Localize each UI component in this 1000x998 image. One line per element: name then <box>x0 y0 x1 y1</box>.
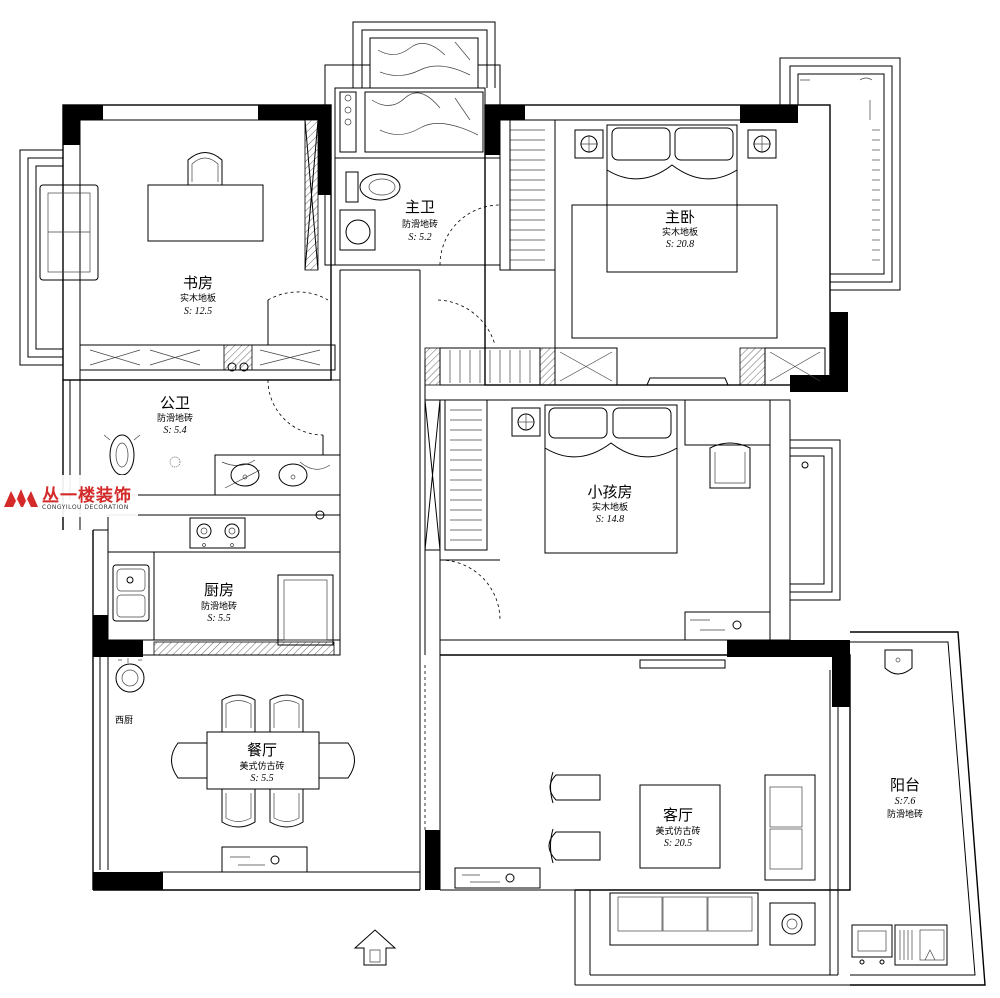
room-label-kitchen: 厨房 防滑地砖 S: 5.5 <box>201 581 237 624</box>
logo-tagline: CONGYILOU DECORATION <box>42 504 129 511</box>
room-label-living: 客厅 美式仿古砖 S: 20.5 <box>655 806 700 849</box>
room-area: S: 20.8 <box>666 239 694 250</box>
room-label-balcony: 阳台 S:7.6 防滑地砖 <box>887 776 923 820</box>
doors <box>267 204 501 830</box>
room-floor: 防滑地砖 <box>157 412 193 424</box>
wall-lines <box>19 21 986 986</box>
room-floor: 防滑地砖 <box>201 600 237 612</box>
study-furniture <box>39 119 336 372</box>
room-floor: 防滑地砖 <box>887 808 923 820</box>
balcony-fixtures <box>851 649 948 966</box>
room-name: 主卧 <box>665 208 695 226</box>
room-floor: 实木地板 <box>662 226 698 238</box>
room-floor: 美式仿古砖 <box>239 760 284 772</box>
room-name: 阳台 <box>890 776 920 794</box>
master-bath-fixtures <box>335 37 501 265</box>
public-bath-fixtures <box>103 434 341 520</box>
room-area: S: 5.5 <box>250 773 273 784</box>
room-area: S: 14.8 <box>596 514 624 525</box>
dining-furniture <box>115 658 355 873</box>
kids-room-furniture <box>424 399 809 641</box>
room-label-public-bath: 公卫 防滑地砖 S: 5.4 <box>157 394 193 436</box>
room-name: 厨房 <box>204 581 234 599</box>
room-floor: 实木地板 <box>592 501 628 513</box>
logo-mark-icon <box>4 489 38 507</box>
master-bedroom-furniture <box>424 77 880 386</box>
room-area: S: 5.2 <box>408 232 431 243</box>
structural-walls <box>63 105 850 890</box>
room-name: 主卫 <box>405 198 435 216</box>
room-name: 公卫 <box>160 394 190 412</box>
room-area: S:7.6 <box>895 796 916 807</box>
room-area: S: 20.5 <box>664 838 692 849</box>
room-label-dining: 餐厅 美式仿古砖 S: 5.5 <box>239 741 284 784</box>
living-furniture <box>454 659 816 946</box>
room-area: S: 12.5 <box>184 306 212 317</box>
room-area: S: 5.5 <box>207 613 230 624</box>
western-kitchen-label: 西厨 <box>115 715 133 726</box>
room-floor: 实木地板 <box>180 292 216 304</box>
room-floor: 防滑地砖 <box>402 218 438 230</box>
north-arrow-icon <box>353 929 397 966</box>
room-label-study: 书房 实木地板 S: 12.5 <box>180 274 216 317</box>
room-floor: 美式仿古砖 <box>655 825 700 837</box>
kitchen-fixtures <box>107 514 341 656</box>
brand-logo: 丛一楼装饰 CONGYILOU DECORATION <box>0 475 138 517</box>
room-name: 小孩房 <box>587 483 632 501</box>
room-area: S: 5.4 <box>163 425 186 436</box>
room-name: 客厅 <box>663 806 693 824</box>
room-label-kids-room: 小孩房 实木地板 S: 14.8 <box>587 483 632 525</box>
room-name: 餐厅 <box>247 741 277 759</box>
room-label-master-bedroom: 主卧 实木地板 S: 20.8 <box>662 208 698 250</box>
room-label-master-bath: 主卫 防滑地砖 S: 5.2 <box>402 198 438 243</box>
room-name: 书房 <box>183 274 213 292</box>
logo-brand-text: 丛一楼装饰 <box>42 486 132 506</box>
